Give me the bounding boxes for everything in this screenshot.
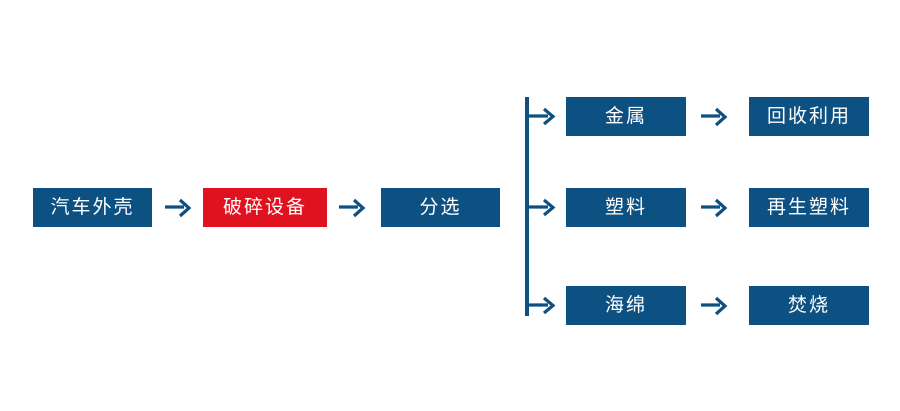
node-plastic[interactable]: 塑料 xyxy=(566,188,686,227)
node-sponge-output-incineration[interactable]: 焚烧 xyxy=(749,286,869,325)
branch-arrow-right-icon-sponge xyxy=(528,294,558,316)
arrow-right-icon-sponge-to-output xyxy=(700,294,730,318)
node-crusher-equipment[interactable]: 破碎设备 xyxy=(203,188,327,227)
arrow-right-icon-input-to-crusher xyxy=(164,196,194,220)
arrow-right-icon-crusher-to-sorting xyxy=(338,196,368,220)
node-metal[interactable]: 金属 xyxy=(566,97,686,136)
arrow-right-icon-metal-to-output xyxy=(700,105,730,129)
node-metal-output-recycle[interactable]: 回收利用 xyxy=(749,97,869,136)
vertical-branch-line xyxy=(525,97,529,316)
node-plastic-output-regenerated[interactable]: 再生塑料 xyxy=(749,188,869,227)
arrow-right-icon-plastic-to-output xyxy=(700,196,730,220)
branch-arrow-right-icon-plastic xyxy=(528,196,558,218)
node-input-car-shell[interactable]: 汽车外壳 xyxy=(33,188,152,227)
node-sorting[interactable]: 分选 xyxy=(381,188,500,227)
branch-arrow-right-icon-metal xyxy=(528,105,558,127)
node-sponge[interactable]: 海绵 xyxy=(566,286,686,325)
